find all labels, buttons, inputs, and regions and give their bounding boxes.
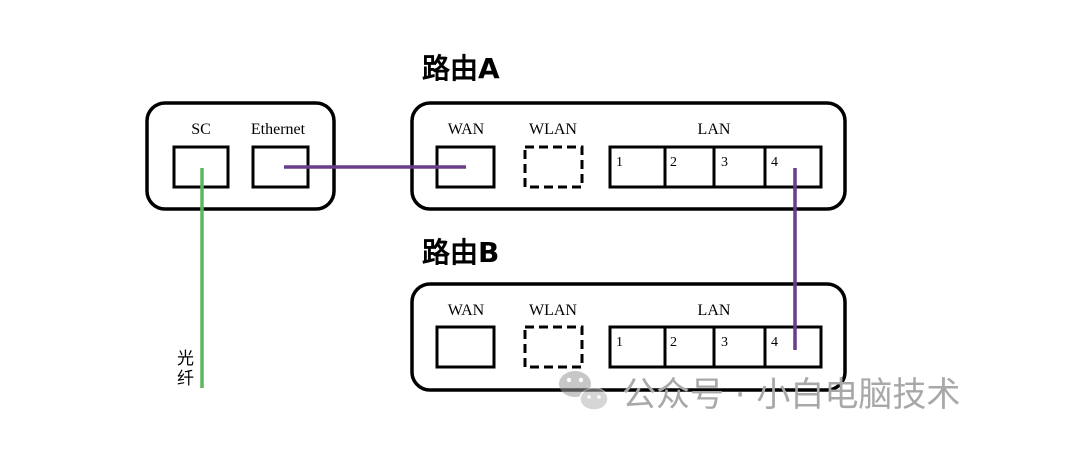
router-b-lan-port-1: 1 [616, 335, 623, 350]
router-b-lan-port-3: 3 [721, 335, 728, 350]
router-b-wlan-label: WLAN [529, 302, 577, 319]
router-a-lan-port-3: 3 [721, 155, 728, 170]
sc-port [172, 145, 230, 189]
router-a-lan-port-4: 4 [771, 155, 778, 170]
router-b-lan-port-2: 2 [670, 335, 677, 350]
router-b-wan-label: WAN [448, 302, 485, 319]
modem-device: SC Ethernet [145, 101, 336, 211]
router-b-wlan-port [523, 325, 584, 369]
ethernet-label: Ethernet [251, 121, 306, 138]
router-a-lan-label: LAN [698, 121, 731, 138]
router-a-wlan-port [523, 145, 584, 189]
router-b-lan-port-4: 4 [771, 335, 778, 350]
watermark-text: 公众号 · 小白电脑技术 [622, 375, 960, 415]
router-a-lan-port-2: 2 [670, 155, 677, 170]
sc-label: SC [191, 121, 211, 138]
router-b: WAN WLAN LAN 1 2 3 4 [410, 282, 847, 392]
router-b-lan-label: LAN [698, 302, 731, 319]
router-b-wan-port [435, 325, 496, 369]
router-a-wan-label: WAN [448, 121, 485, 138]
fiber-label-line1: 光 [177, 349, 194, 369]
router-a-title: 路由A [422, 52, 500, 85]
router-a-lan-port-1: 1 [616, 155, 623, 170]
router-a: WAN WLAN LAN 1 2 3 4 [410, 101, 847, 211]
fiber-label-line2: 纤 [177, 369, 194, 389]
wechat-icon [559, 371, 609, 411]
router-a-wlan-label: WLAN [529, 121, 577, 138]
router-b-title: 路由B [422, 236, 499, 269]
watermark: 公众号 · 小白电脑技术 [559, 371, 960, 415]
